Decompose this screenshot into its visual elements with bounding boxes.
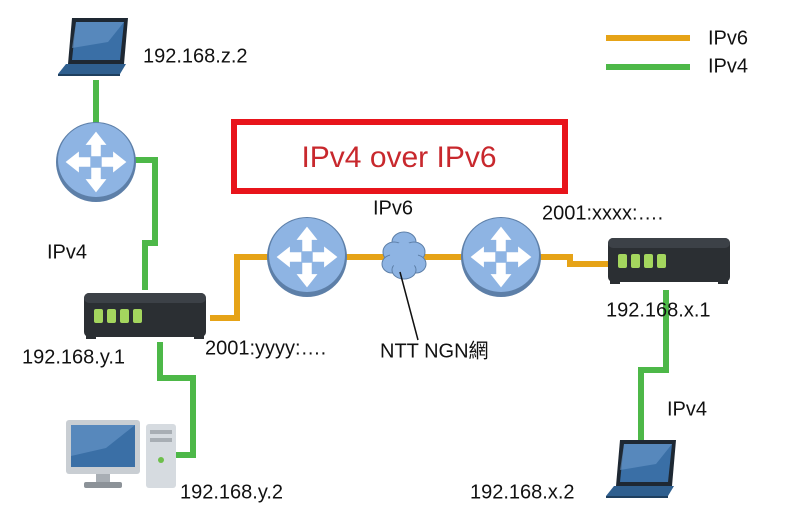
link-router-to-gateway-left [135,157,158,290]
legend: IPv6 IPv4 [606,27,748,77]
laptop-bottom-ip-label: 192.168.x.2 [470,481,575,503]
laptop-icon [606,440,676,498]
link-gateway-left-to-router [210,254,270,321]
laptop-icon [58,18,128,76]
cloud-ipv6-label: IPv6 [373,197,413,219]
desktop-pc-icon [66,420,176,488]
title-border [231,119,568,194]
left-gateway-ip-label: 192.168.y.1 [22,346,125,368]
right-ipv6-address-label: 2001:xxxx:…. [542,202,663,224]
ipv4-links [93,80,669,460]
left-ipv4-label: IPv4 [47,241,87,263]
cloud-name-label: NTT NGN網 [380,339,489,362]
title-text: IPv4 over IPv6 [301,141,496,174]
home-gateway-icon [608,238,730,284]
home-gateway-icon [84,293,206,339]
router-icon [56,122,136,202]
right-ipv4-label: IPv4 [667,398,707,420]
legend-ipv4-label: IPv4 [708,55,748,77]
link-router-to-gateway-right [540,254,608,267]
right-gateway-ip-label: 192.168.x.1 [606,299,711,321]
laptop-top-ip-label: 192.168.z.2 [143,45,248,67]
link-gateway-right-to-laptop [638,290,669,460]
cloud-icon [381,231,427,280]
title-box: IPv4 over IPv6 [231,119,568,194]
cloud-callout-line [399,271,419,341]
router-icon [461,217,541,297]
link-gateway-left-to-desktop [157,342,196,458]
desktop-ip-label: 192.168.y.2 [180,481,283,503]
left-ipv6-address-label: 2001:yyyy:…. [205,337,326,359]
legend-ipv6-label: IPv6 [708,27,748,49]
router-icon [267,217,347,297]
ipv6-links [210,254,608,321]
